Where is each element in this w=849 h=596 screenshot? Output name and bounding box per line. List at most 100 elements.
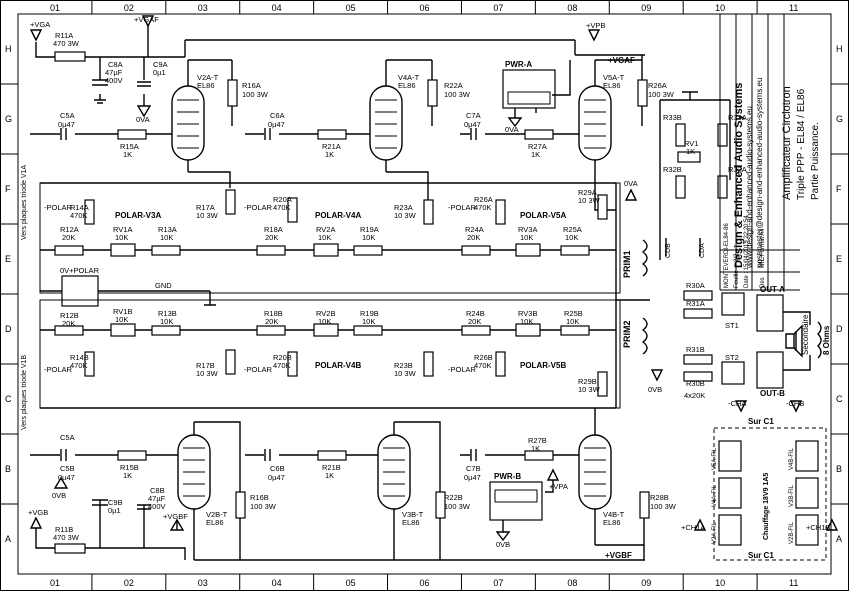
filament-block — [713, 427, 827, 561]
resistor-r24b — [461, 325, 491, 336]
component-label: EL86 — [398, 81, 416, 90]
connector-pwr-b-pins — [494, 489, 538, 503]
grid-col-label: 07 — [493, 578, 503, 588]
plate-wiring-top — [188, 55, 643, 126]
tube-v3b — [377, 422, 411, 560]
resistor-r13a — [151, 245, 181, 256]
component-label: V5A-T — [603, 73, 625, 82]
rotated-label: Vers plaques triode V1B — [21, 355, 28, 430]
resistor-r19b — [353, 325, 383, 336]
resistor-r17b — [225, 349, 236, 375]
component-label: 470 3W — [53, 533, 80, 542]
component-label: C9A — [153, 60, 168, 69]
trimmer-rv1[interactable] — [677, 151, 701, 163]
resistor-r12b — [54, 325, 84, 336]
connector-0v-polar[interactable] — [61, 275, 99, 307]
grid-col-label: 05 — [346, 3, 356, 13]
component-label: R20A — [273, 195, 292, 204]
grid-col-label: 04 — [272, 3, 282, 13]
component-label: C8A — [108, 60, 123, 69]
trimmer-rv1b[interactable] — [110, 323, 136, 337]
trimmer-rv3a[interactable] — [515, 243, 541, 257]
component-label: +VPB — [586, 21, 605, 30]
rotated-label: Design & Enhanced Audio Systems — [733, 83, 745, 268]
component-label: R29A — [578, 188, 597, 197]
rotated-label: Chauffage 18V9 1A5 — [763, 473, 770, 540]
component-label: -POLAR — [44, 365, 73, 374]
component-label: 10K — [520, 317, 533, 326]
connector-st2[interactable] — [721, 361, 745, 385]
plate-wiring-bottom — [194, 421, 645, 561]
rotated-label: V2B-FIL — [789, 521, 795, 544]
grid-col-label: 10 — [715, 3, 725, 13]
grid-row-label: B — [836, 464, 842, 474]
component-label: 1K — [123, 150, 132, 159]
connector-v5a-fil — [718, 440, 742, 472]
title-block-lines — [719, 14, 800, 291]
grid-row-label: E — [5, 254, 11, 264]
component-label: R12A — [60, 225, 79, 234]
rotated-label: PRIM1 — [622, 250, 632, 278]
rotated-label: Format A4 — [760, 228, 766, 256]
component-label: 100 3W — [648, 90, 675, 99]
connector-out-b[interactable] — [756, 351, 784, 389]
component-label: R19A — [360, 225, 379, 234]
component-label: 10 3W — [196, 369, 219, 378]
trimmer-rv2a[interactable] — [313, 243, 339, 257]
resistor-r11a — [54, 51, 86, 62]
component-label: R21A — [322, 142, 341, 151]
trimmer-rv1a[interactable] — [110, 243, 136, 257]
rotated-label: V2A-FIL — [712, 521, 718, 544]
secondary-winding — [817, 321, 822, 359]
component-label: 4x20K — [684, 391, 705, 400]
connector-st1[interactable] — [721, 292, 745, 316]
grid-row-label: C — [5, 394, 12, 404]
component-label: 100 3W — [242, 90, 269, 99]
component-label: 470K — [273, 203, 291, 212]
rotated-label: V4B-FIL — [789, 447, 795, 470]
component-label: 10K — [318, 233, 331, 242]
grid-col-label: 08 — [567, 578, 577, 588]
ground-c8a — [94, 99, 106, 104]
speaker-icon — [785, 324, 803, 358]
component-label: 1K — [123, 471, 132, 480]
component-label: R27A — [528, 142, 547, 151]
trimmer-rv3b[interactable] — [515, 323, 541, 337]
component-label: C5A — [60, 433, 75, 442]
component-label: 0VB — [648, 385, 662, 394]
resistor-r25a — [560, 245, 590, 256]
resistor-r23b — [423, 351, 434, 377]
component-label: 10K — [362, 233, 375, 242]
component-label: POLAR-V3A — [115, 211, 161, 220]
component-label: 400V — [148, 502, 166, 511]
component-label: +VGB — [28, 508, 48, 517]
connector-out-a[interactable] — [756, 294, 784, 332]
connector-pwr-b[interactable] — [489, 481, 543, 521]
component-label: R32B — [663, 165, 682, 174]
resistor-r20a — [287, 197, 298, 223]
resistor-r27a — [524, 129, 554, 140]
connector-pwr-a[interactable] — [502, 69, 556, 109]
component-label: R33B — [663, 113, 682, 122]
component-label: +VGBF — [163, 512, 188, 521]
grid-col-label: 03 — [198, 3, 208, 13]
trimmer-rv2b[interactable] — [313, 323, 339, 337]
grid-row-label: D — [5, 324, 12, 334]
component-label: R17A — [196, 203, 215, 212]
grid-row-label: D — [836, 324, 843, 334]
component-label: Sur C1 — [748, 417, 774, 426]
component-label: 10 3W — [196, 211, 219, 220]
component-label: 1K — [531, 444, 540, 453]
resistor-r31b — [683, 354, 713, 365]
resistor-r15a — [117, 129, 147, 140]
transformer-supply-triangles — [624, 188, 664, 382]
component-label: -POLAR — [44, 203, 73, 212]
grid-row-label: H — [5, 44, 12, 54]
resistor-r33a — [717, 123, 728, 147]
grid-row-label: H — [836, 44, 843, 54]
rotated-label: 2/2 — [734, 253, 740, 262]
grid-col-label: 10 — [715, 578, 725, 588]
component-label: -POLAR — [448, 365, 477, 374]
rotated-label: Des — [760, 277, 766, 288]
cd-leads — [665, 238, 701, 256]
